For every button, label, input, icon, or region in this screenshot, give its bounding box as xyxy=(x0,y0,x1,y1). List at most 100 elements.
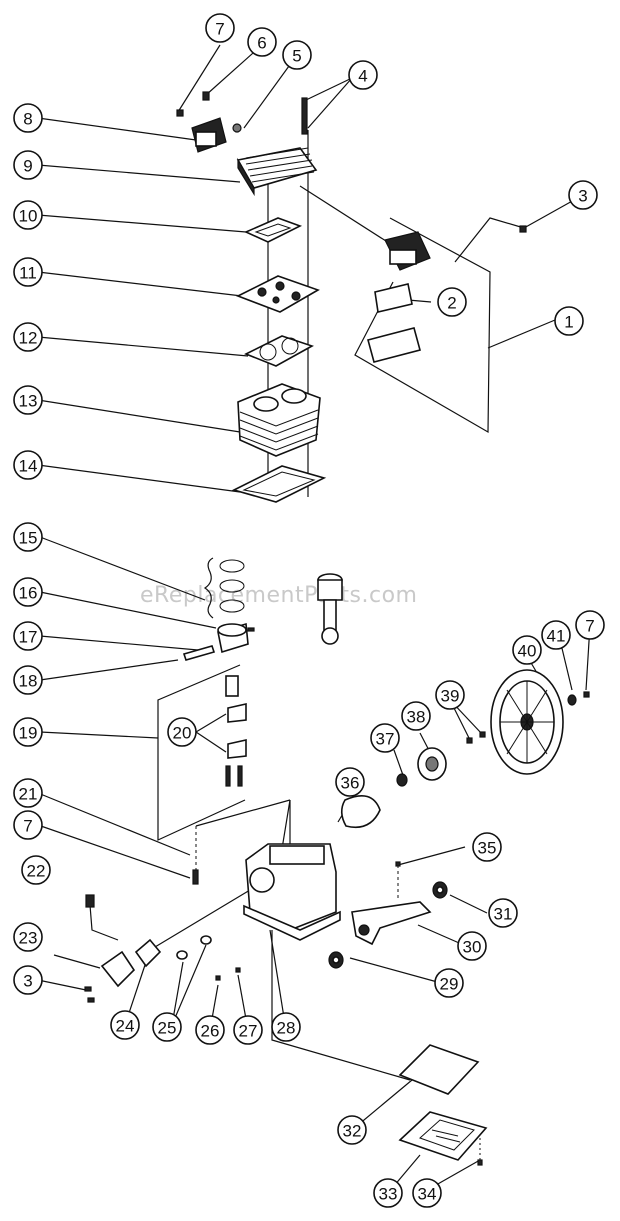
callout-number: 7 xyxy=(585,617,594,636)
callout-10: 10 xyxy=(13,200,43,230)
callout-circle xyxy=(152,1012,182,1042)
callout-number: 29 xyxy=(440,975,459,994)
callout-circle xyxy=(541,620,571,650)
callout-33: 33 xyxy=(373,1178,403,1208)
callout-number: 28 xyxy=(277,1019,296,1038)
callout-circle xyxy=(554,306,584,336)
callout-3: 3 xyxy=(568,180,598,210)
part-shapes xyxy=(84,91,590,1166)
callout-4: 4 xyxy=(348,60,378,90)
callout-circle xyxy=(13,150,43,180)
callout-3: 3 xyxy=(13,965,43,995)
callout-36: 36 xyxy=(335,767,365,797)
callout-22: 22 xyxy=(21,855,51,885)
callout-1: 1 xyxy=(554,306,584,336)
callout-number: 39 xyxy=(441,687,460,706)
callout-circle xyxy=(488,898,518,928)
callout-circle xyxy=(472,832,502,862)
callout-circle xyxy=(437,287,467,317)
callout-circle xyxy=(435,680,465,710)
callout-circle xyxy=(195,1015,225,1045)
callout-number: 24 xyxy=(116,1017,135,1036)
callout-number: 26 xyxy=(201,1022,220,1041)
callout-12: 12 xyxy=(13,322,43,352)
callout-circle xyxy=(373,1178,403,1208)
callout-32: 32 xyxy=(337,1115,367,1145)
callout-circle xyxy=(13,965,43,995)
callout-number: 1 xyxy=(564,313,573,332)
callout-11: 11 xyxy=(13,257,43,287)
callout-circle xyxy=(205,13,235,43)
callout-number: 11 xyxy=(19,264,37,283)
callout-number: 9 xyxy=(23,157,32,176)
callout-circle xyxy=(167,717,197,747)
callout-26: 26 xyxy=(195,1015,225,1045)
callout-number: 32 xyxy=(343,1122,362,1141)
callout-40: 40 xyxy=(512,635,542,665)
callout-circle xyxy=(13,450,43,480)
callout-2: 2 xyxy=(437,287,467,317)
callout-5: 5 xyxy=(282,40,312,70)
callout-circle xyxy=(21,855,51,885)
callout-number: 18 xyxy=(19,672,38,691)
callout-34: 34 xyxy=(412,1178,442,1208)
callout-number: 41 xyxy=(547,627,566,646)
callout-number: 3 xyxy=(578,187,587,206)
callout-circle xyxy=(13,922,43,952)
callout-circle xyxy=(401,701,431,731)
callout-circle xyxy=(13,778,43,808)
callout-number: 14 xyxy=(19,457,38,476)
callout-number: 13 xyxy=(19,392,38,411)
callout-7: 7 xyxy=(575,610,605,640)
callout-number: 3 xyxy=(23,972,32,991)
callout-circle xyxy=(13,665,43,695)
callout-28: 28 xyxy=(271,1012,301,1042)
callout-23: 23 xyxy=(13,922,43,952)
callout-number: 37 xyxy=(376,730,395,749)
callout-number: 34 xyxy=(418,1185,437,1204)
callout-30: 30 xyxy=(457,931,487,961)
callout-circle xyxy=(434,968,464,998)
callout-41: 41 xyxy=(541,620,571,650)
callout-number: 5 xyxy=(292,47,301,66)
callout-number: 7 xyxy=(215,20,224,39)
callout-number: 31 xyxy=(494,905,513,924)
callout-7: 7 xyxy=(13,810,43,840)
callout-circle xyxy=(457,931,487,961)
callout-number: 21 xyxy=(19,785,38,804)
callout-circle xyxy=(13,257,43,287)
callout-15: 15 xyxy=(13,522,43,552)
callout-circle xyxy=(370,723,400,753)
callout-circle xyxy=(110,1010,140,1040)
callout-number: 17 xyxy=(19,628,38,647)
callout-38: 38 xyxy=(401,701,431,731)
callout-circle xyxy=(575,610,605,640)
callout-9: 9 xyxy=(13,150,43,180)
callout-number: 40 xyxy=(518,642,537,661)
callout-number: 19 xyxy=(19,724,38,743)
callout-number: 38 xyxy=(407,708,426,727)
callout-number: 27 xyxy=(239,1022,258,1041)
callout-8: 8 xyxy=(13,103,43,133)
callout-number: 6 xyxy=(257,34,266,53)
callout-number: 8 xyxy=(23,110,32,129)
callout-number: 30 xyxy=(463,938,482,957)
callout-number: 36 xyxy=(341,774,360,793)
callout-number: 25 xyxy=(158,1019,177,1038)
callout-number: 12 xyxy=(19,329,38,348)
callout-6: 6 xyxy=(247,27,277,57)
callout-31: 31 xyxy=(488,898,518,928)
callout-13: 13 xyxy=(13,385,43,415)
callout-29: 29 xyxy=(434,968,464,998)
callout-circle xyxy=(13,200,43,230)
callout-19: 19 xyxy=(13,717,43,747)
callout-circle xyxy=(13,717,43,747)
watermark-text: eReplacementParts.com xyxy=(140,583,417,608)
callout-circle xyxy=(348,60,378,90)
callout-circle xyxy=(13,522,43,552)
callout-7: 7 xyxy=(205,13,235,43)
callout-14: 14 xyxy=(13,450,43,480)
callout-17: 17 xyxy=(13,621,43,651)
callout-number: 33 xyxy=(379,1185,398,1204)
